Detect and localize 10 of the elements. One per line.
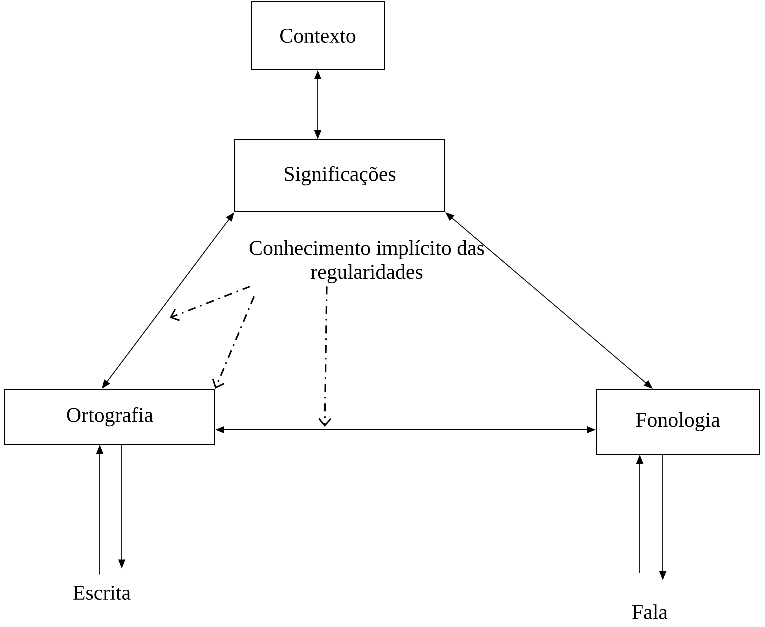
text-box: Ortografia [4, 389, 216, 445]
text-label: Fala [632, 604, 668, 620]
text-label: Conhecimento implícito das regularidades [250, 240, 484, 284]
dashed-arrow [212, 296, 256, 389]
dashed-arrow [318, 286, 332, 427]
dashed-arrow [170, 286, 251, 322]
text-label: Escrita [74, 586, 131, 600]
text-box: Fonologia [596, 389, 760, 455]
text-box: Significações [234, 140, 446, 212]
text-box: Contexto [251, 2, 385, 70]
